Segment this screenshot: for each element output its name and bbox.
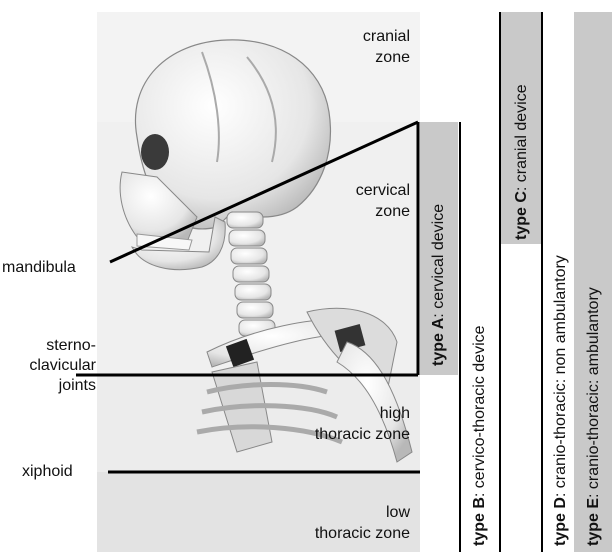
type-d-code: type D	[552, 497, 569, 546]
type-d-desc: : cranio-thoracic: non ambulantory	[552, 255, 569, 497]
mandibula-line	[110, 122, 418, 262]
type-e-code: type E	[585, 498, 602, 546]
type-e-label: type E: cranio-thoracic: ambulantory	[584, 287, 604, 546]
type-b-desc: : cervico-thoracic device	[471, 325, 488, 497]
type-a-desc: : cervical device	[430, 204, 447, 318]
type-c-label: type C: cranial device	[512, 84, 532, 240]
type-a-code: type A	[430, 318, 447, 366]
type-b-code: type B	[471, 497, 488, 546]
type-a-label: type A: cervical device	[429, 204, 449, 366]
type-c-code: type C	[513, 191, 530, 240]
type-e-desc: : cranio-thoracic: ambulantory	[585, 287, 602, 498]
type-b-label: type B: cervico-thoracic device	[470, 325, 490, 546]
type-c-desc: : cranial device	[513, 84, 530, 191]
type-d-label: type D: cranio-thoracic: non ambulantory	[551, 255, 571, 546]
